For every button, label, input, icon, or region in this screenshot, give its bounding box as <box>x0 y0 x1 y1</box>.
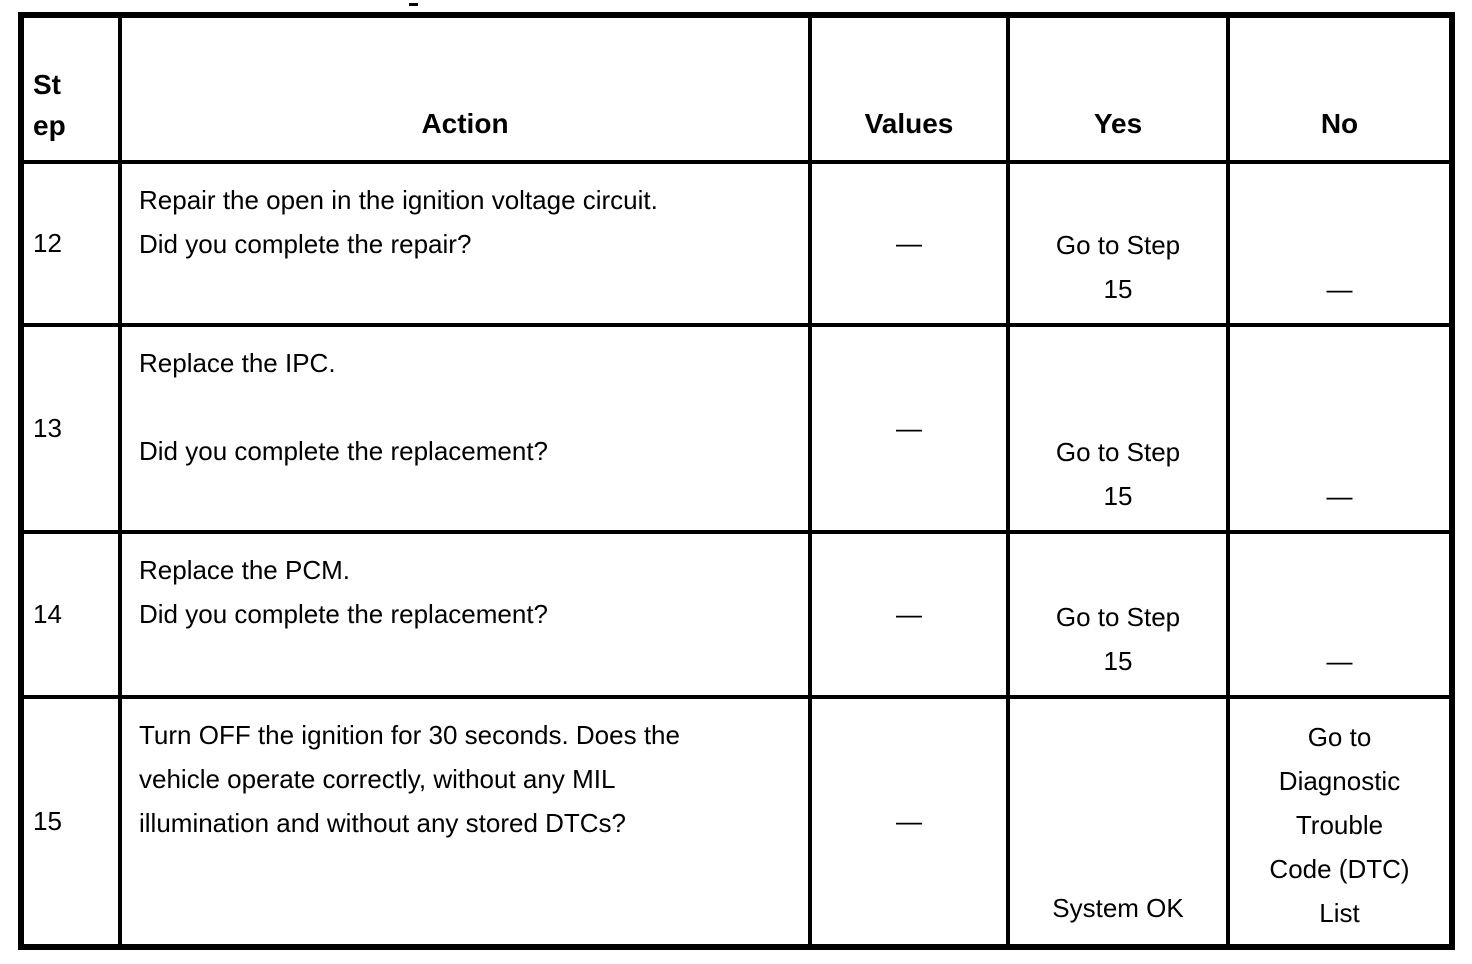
yes-cell: Go to Step 15 <box>1010 327 1230 534</box>
no-cell: — <box>1230 327 1449 534</box>
values-cell: — <box>812 164 1010 327</box>
action-cell: Turn OFF the ignition for 30 seconds. Do… <box>122 699 812 944</box>
header-no: No <box>1230 18 1449 164</box>
action-cell: Replace the PCM. Did you complete the re… <box>122 534 812 699</box>
yes-cell: Go to Step 15 <box>1010 164 1230 327</box>
stray-mark <box>409 3 418 6</box>
values-cell: — <box>812 534 1010 699</box>
header-action: Action <box>122 18 812 164</box>
no-cell: — <box>1230 534 1449 699</box>
step-cell: 13 <box>24 327 122 534</box>
no-cell: Go to Diagnostic Trouble Code (DTC) List <box>1269 722 1410 928</box>
step-cell: 15 <box>24 699 122 944</box>
diagnostic-step-table: St ep Action Values Yes No 12 Repair the… <box>18 12 1455 950</box>
header-yes: Yes <box>1010 18 1230 164</box>
header-step: St ep <box>24 18 122 164</box>
yes-cell: Go to Step 15 <box>1010 534 1230 699</box>
values-cell: — <box>812 327 1010 534</box>
yes-cell: System OK <box>1010 699 1230 944</box>
no-cell: — <box>1230 164 1449 327</box>
action-cell: Repair the open in the ignition voltage … <box>122 164 812 327</box>
values-cell: — <box>812 699 1010 944</box>
action-cell: Replace the IPC. Did you complete the re… <box>122 327 812 534</box>
step-cell: 12 <box>24 164 122 327</box>
header-values: Values <box>812 18 1010 164</box>
step-cell: 14 <box>24 534 122 699</box>
